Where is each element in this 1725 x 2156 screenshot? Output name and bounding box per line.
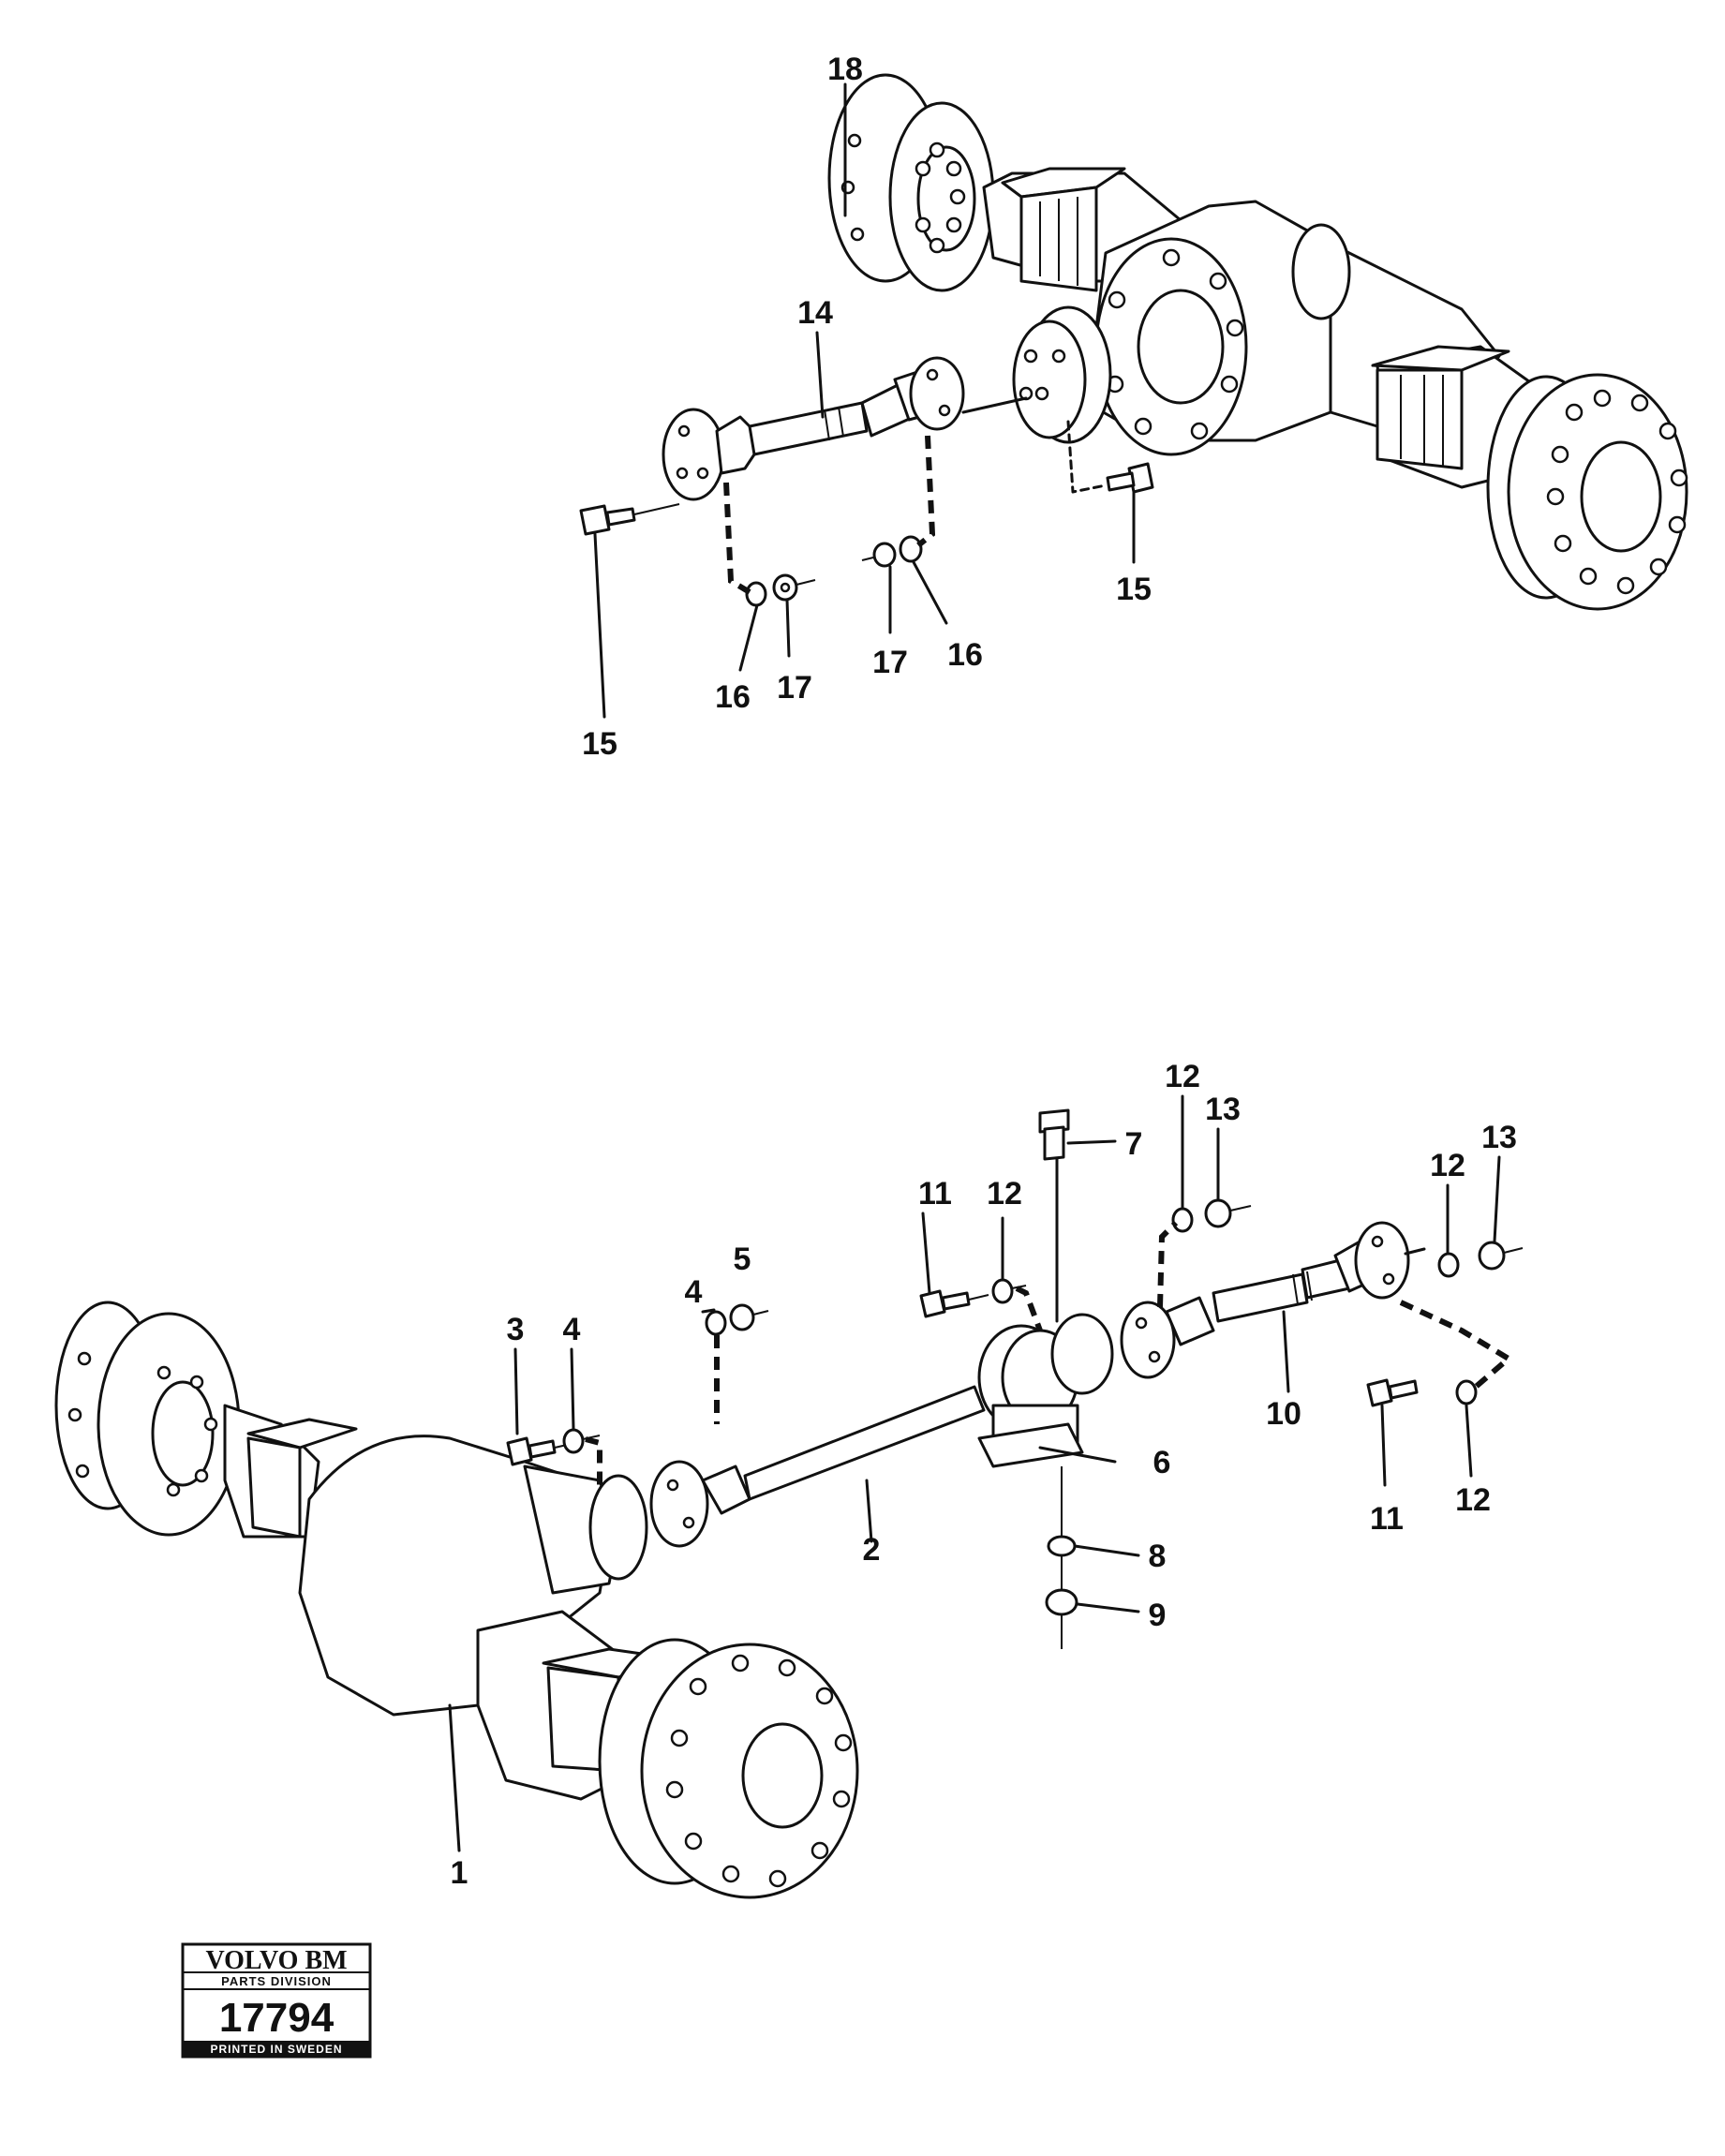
callout-18: 18 [827,52,863,87]
callout-11-bottom: 11 [1370,1501,1404,1537]
callout-7: 7 [1125,1126,1143,1162]
callout-2: 2 [863,1532,881,1568]
callout-15-left: 15 [582,726,617,762]
callout-16-left: 16 [715,679,751,715]
callout-5: 5 [734,1242,751,1277]
stamp-brand: VOLVO BM [205,1946,347,1975]
callout-17-left: 17 [777,670,812,706]
support-bearing [977,1108,1114,1468]
callout-1: 1 [451,1855,468,1891]
callout-8: 8 [1149,1539,1167,1574]
callout-17-right: 17 [872,645,908,680]
front-axle-assembly [54,1301,859,1899]
callout-6: 6 [1153,1445,1171,1480]
callout-13-right: 13 [1481,1120,1517,1155]
callout-14: 14 [797,295,833,331]
propeller-shaft-2 [649,1385,986,1548]
callout-11-top: 11 [918,1176,952,1212]
callout-4-upper: 4 [685,1274,703,1310]
upper-hardware [579,82,1154,719]
stamp-footer: PRINTED IN SWEDEN [210,2043,342,2056]
callout-labels: 18 14 15 16 17 17 16 15 12 13 7 13 11 12… [451,52,1517,1891]
propeller-shaft-10 [1120,1221,1426,1379]
callout-12-bottom: 12 [1455,1482,1491,1518]
lower-hardware [448,1094,1524,1852]
propeller-shaft-upper [662,356,1028,501]
callout-13-top: 13 [1205,1092,1241,1127]
callout-15-right: 15 [1116,572,1152,607]
callout-10: 10 [1266,1396,1301,1432]
parts-catalog-stamp: VOLVO BM PARTS DIVISION 17794 PRINTED IN… [181,1942,372,2059]
callout-12-right: 12 [1430,1148,1465,1183]
rear-axle-assembly [827,73,1688,611]
callout-4-lower: 4 [563,1312,581,1347]
callout-3: 3 [507,1312,525,1347]
stamp-number: 17794 [219,1995,335,2041]
callout-12-top: 12 [1165,1059,1200,1094]
callout-9: 9 [1149,1598,1167,1633]
stamp-division: PARTS DIVISION [221,1974,332,1988]
callout-12-mid: 12 [987,1176,1022,1212]
callout-16-right: 16 [947,637,983,673]
